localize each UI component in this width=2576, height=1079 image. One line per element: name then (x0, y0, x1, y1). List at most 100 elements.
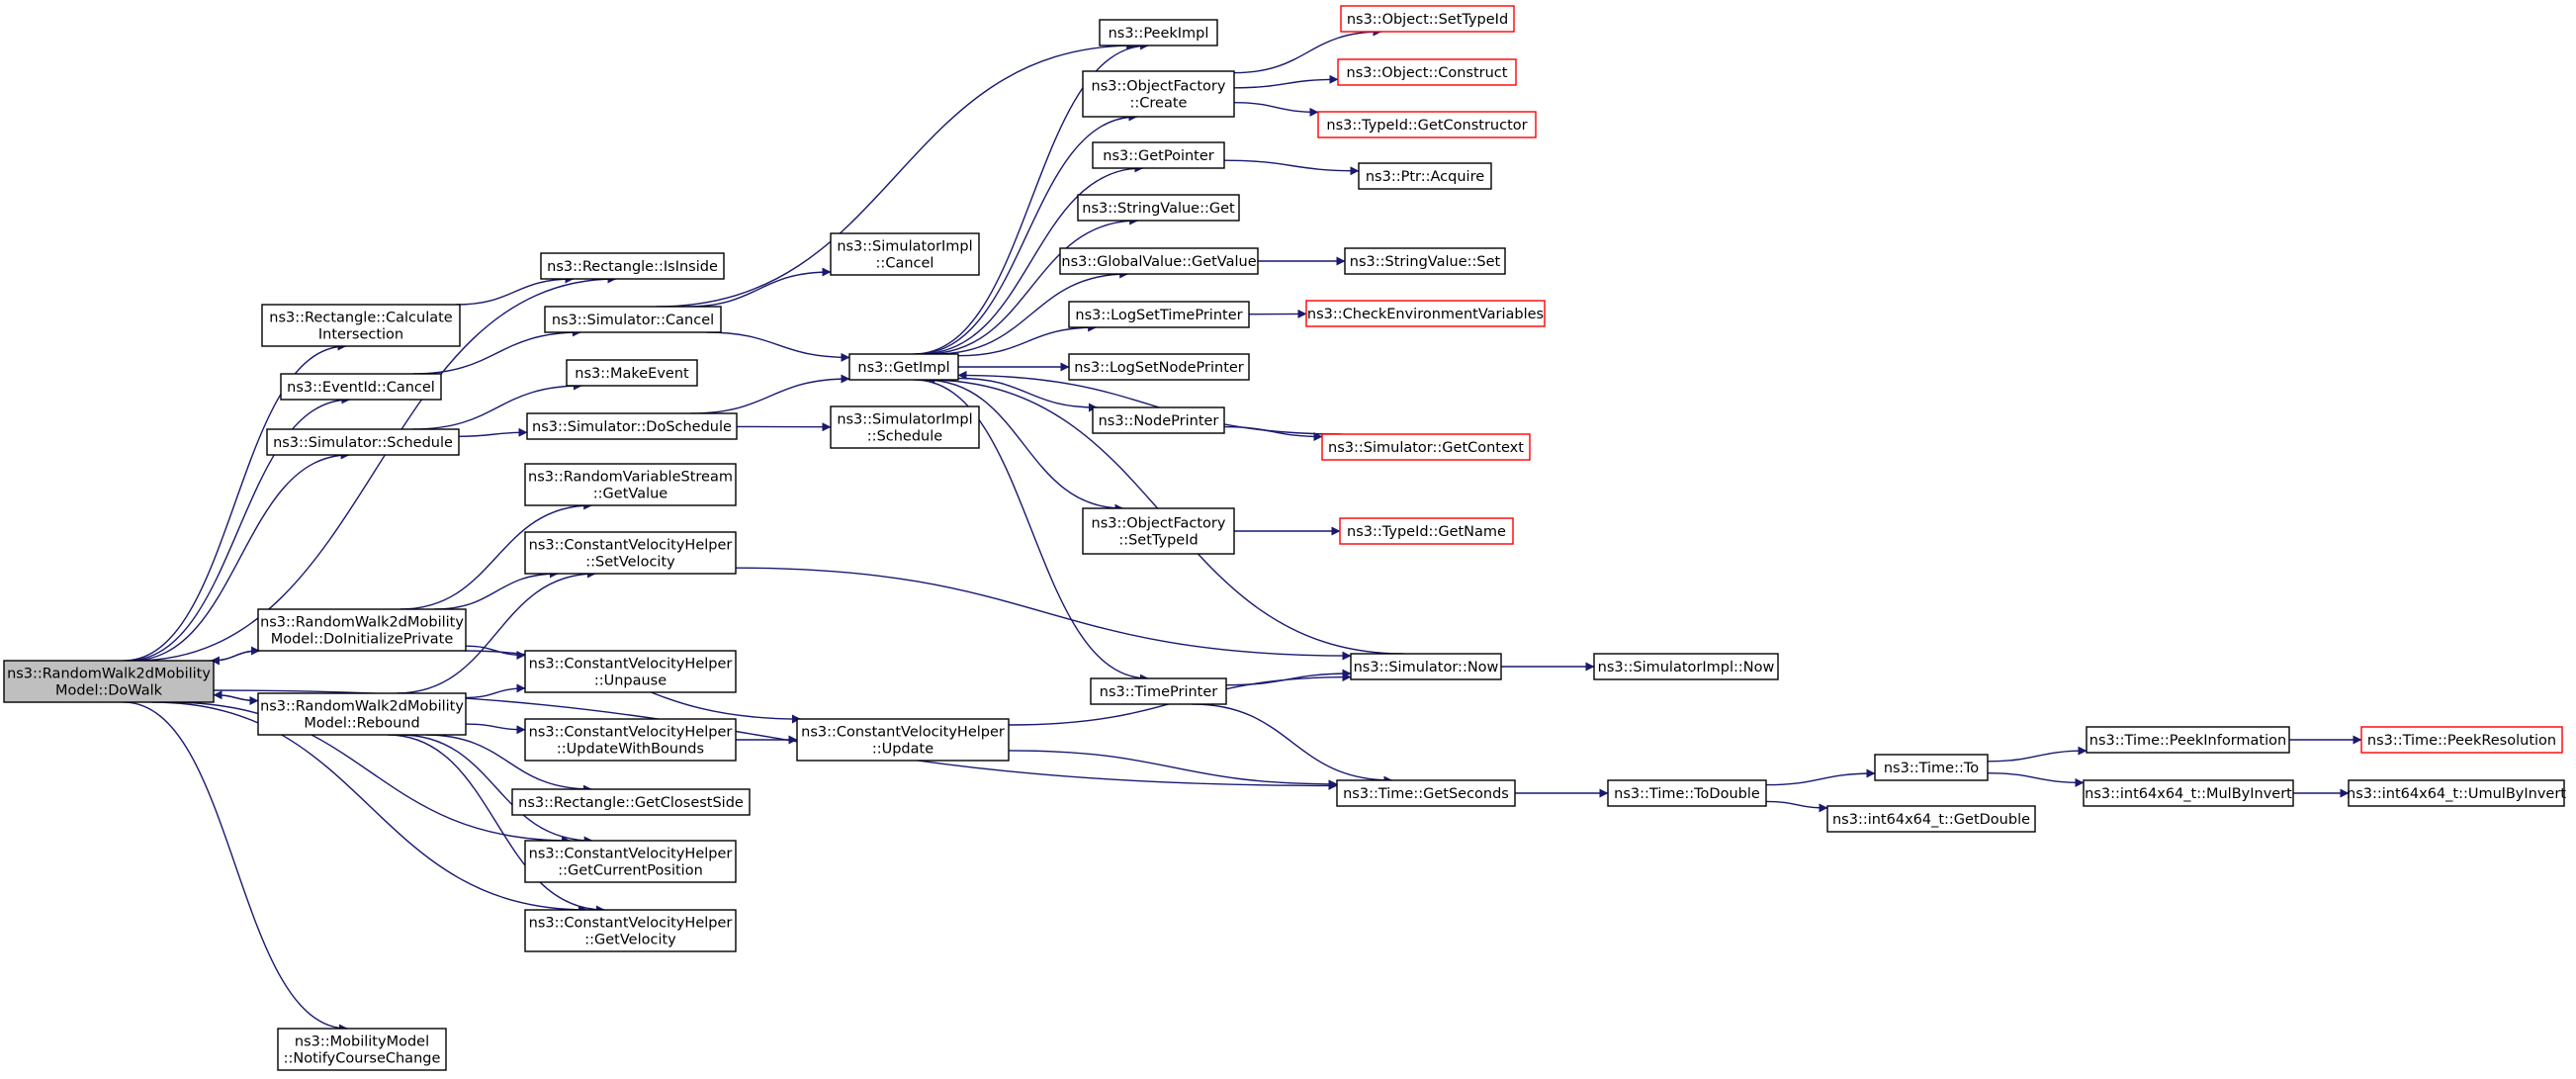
node-simDoSchedule[interactable]: ns3::Simulator::DoSchedule (526, 412, 738, 440)
node-cvhSetVelocity[interactable]: ns3::ConstantVelocityHelper::SetVelocity (524, 531, 737, 575)
node-checkEnv[interactable]: ns3::CheckEnvironmentVariables (1305, 300, 1546, 327)
call-edge-simSchedule-to-simDoSchedule (458, 427, 528, 437)
node-typeIdGetName[interactable]: ns3::TypeId::GetName (1339, 517, 1514, 545)
node-box (257, 692, 467, 736)
node-cvhUnpause[interactable]: ns3::ConstantVelocityHelper::Unpause (524, 650, 737, 693)
node-cvhGetVelocity[interactable]: ns3::ConstantVelocityHelper::GetVelocity (524, 909, 737, 952)
node-eventCancel[interactable]: ns3::EventId::Cancel (280, 373, 442, 401)
node-rvsGetValue[interactable]: ns3::RandomVariableStream::GetValue (524, 463, 737, 506)
node-box (1082, 70, 1235, 118)
node-logSetTime[interactable]: ns3::LogSetTimePrinter (1068, 301, 1250, 328)
node-label: ns3::NodePrinter (1099, 413, 1219, 429)
node-box (1358, 162, 1492, 190)
node-simCancel[interactable]: ns3::Simulator::Cancel (544, 306, 722, 333)
node-getPointer[interactable]: ns3::GetPointer (1092, 141, 1225, 169)
node-box (280, 373, 442, 401)
node-label: ns3::ObjectFactory (1092, 516, 1226, 532)
call-edge-getImpl-to-globalValGet (934, 269, 1129, 355)
node-strValGet[interactable]: ns3::StringValue::Get (1077, 194, 1240, 222)
node-int64MulByInv[interactable]: ns3::int64x64_t::MulByInvert (2083, 779, 2294, 807)
call-edge-rw2dRebound-to-cvhUnpause (465, 683, 526, 699)
node-nodePrinter[interactable]: ns3::NodePrinter (1092, 406, 1225, 434)
node-label: ns3::ConstantVelocityHelper (529, 847, 733, 862)
node-box (524, 718, 737, 762)
node-label: ::Create (1130, 96, 1188, 112)
node-getImpl[interactable]: ns3::GetImpl (848, 353, 959, 381)
call-edge-timeTo-to-timePeekInfo (1987, 746, 2087, 763)
node-objFactSetType[interactable]: ns3::ObjectFactory::SetTypeId (1082, 507, 1235, 555)
node-objConstruct[interactable]: ns3::Object::Construct (1337, 58, 1517, 86)
node-rectClosestSide[interactable]: ns3::Rectangle::GetClosestSide (511, 788, 751, 816)
node-peekImpl[interactable]: ns3::PeekImpl (1099, 19, 1218, 46)
node-label: ::Schedule (867, 429, 942, 445)
node-label: ns3::Simulator::Schedule (273, 435, 453, 451)
node-label: ::GetVelocity (584, 933, 676, 948)
node-timeGetSeconds[interactable]: ns3::Time::GetSeconds (1336, 779, 1516, 807)
node-strValSet[interactable]: ns3::StringValue::Set (1344, 247, 1506, 275)
node-label: ns3::Ptr::Acquire (1366, 169, 1484, 185)
node-box (830, 232, 980, 276)
call-edge-rw2dRebound-to-doWalk (213, 690, 259, 702)
node-simImplNow[interactable]: ns3::SimulatorImpl::Now (1593, 653, 1779, 680)
node-rectIsInside[interactable]: ns3::Rectangle::IsInside (540, 252, 725, 280)
node-makeEvent[interactable]: ns3::MakeEvent (566, 359, 698, 387)
call-edge-eventCancel-to-simCancel (412, 327, 581, 375)
node-typeIdGetCtor[interactable]: ns3::TypeId::GetConstructor (1317, 111, 1537, 138)
call-edge-simDoSchedule-to-getImpl (690, 374, 850, 414)
node-logSetNode[interactable]: ns3::LogSetNodePrinter (1068, 353, 1250, 381)
node-box (524, 909, 737, 952)
call-edge-simCancel-to-simImplCancel (686, 267, 832, 308)
node-timePeekRes[interactable]: ns3::Time::PeekResolution (2360, 726, 2563, 754)
node-label: ns3::TimePrinter (1100, 684, 1218, 700)
node-simNow[interactable]: ns3::Simulator::Now (1350, 653, 1502, 680)
node-timeTo[interactable]: ns3::Time::To (1874, 754, 1989, 781)
node-box (524, 840, 737, 883)
node-objSetTypeId[interactable]: ns3::Object::SetTypeId (1340, 5, 1515, 33)
node-simGetContext[interactable]: ns3::Simulator::GetContext (1321, 433, 1531, 461)
node-label: ::SetTypeId (1118, 533, 1198, 549)
node-box (1350, 653, 1502, 680)
node-box (3, 660, 215, 703)
node-label: ::Unpause (594, 674, 666, 689)
node-label: ns3::Time::PeekResolution (2367, 733, 2556, 749)
node-simSchedule[interactable]: ns3::Simulator::Schedule (266, 428, 460, 456)
node-label: Model::DoWalk (55, 683, 163, 699)
call-edge-rw2dDoInit-to-cvhUnpause (465, 645, 526, 660)
call-edge-doWalk-to-mobNotify (123, 701, 348, 1034)
node-label: ns3::CheckEnvironmentVariables (1307, 307, 1544, 322)
node-simImplSchedule[interactable]: ns3::SimulatorImpl::Schedule (830, 405, 980, 449)
call-edge-doWalk-to-rectCalcInter (123, 341, 347, 662)
node-box (277, 1028, 447, 1071)
node-label: ns3::ConstantVelocityHelper (529, 916, 733, 932)
node-objFactCreate[interactable]: ns3::ObjectFactory::Create (1082, 70, 1235, 118)
node-label: ns3::int64x64_t::GetDouble (1832, 812, 2030, 828)
node-int64GetDouble[interactable]: ns3::int64x64_t::GetDouble (1826, 805, 2036, 833)
node-timeToDouble[interactable]: ns3::Time::ToDouble (1607, 779, 1767, 807)
node-label: ns3::Simulator::Cancel (552, 313, 714, 328)
node-timePeekInfo[interactable]: ns3::Time::PeekInformation (2086, 726, 2290, 754)
node-mobNotify[interactable]: ns3::MobilityModel::NotifyCourseChange (277, 1028, 447, 1071)
node-rw2dDoInit[interactable]: ns3::RandomWalk2dMobilityModel::DoInitia… (257, 608, 467, 652)
node-cvhUpdate[interactable]: ns3::ConstantVelocityHelper::Update (796, 718, 1010, 762)
node-label: ns3::Rectangle::GetClosestSide (518, 795, 744, 811)
node-label: ns3::GetPointer (1103, 148, 1214, 164)
node-cvhUpdateBounds[interactable]: ns3::ConstantVelocityHelper::UpdateWithB… (524, 718, 737, 762)
node-ptrAcquire[interactable]: ns3::Ptr::Acquire (1358, 162, 1492, 190)
node-label: ns3::ConstantVelocityHelper (529, 538, 733, 554)
node-label: ns3::ConstantVelocityHelper (529, 725, 733, 741)
node-timePrinter[interactable]: ns3::TimePrinter (1090, 677, 1227, 705)
call-edge-cvhUpdate-to-timeGetSeconds (1008, 750, 1338, 789)
node-box (1099, 19, 1218, 46)
node-label: ns3::StringValue::Get (1082, 201, 1235, 217)
call-edge-getImpl-to-timePrinter (914, 379, 1149, 683)
node-int64UmulByInv[interactable]: ns3::int64x64_t::UmulByInvert (2347, 779, 2566, 807)
node-globalValGet[interactable]: ns3::GlobalValue::GetValue (1059, 247, 1259, 275)
call-edge-rw2dRebound-to-cvhSetVelocity (396, 569, 596, 694)
node-label: ns3::TypeId::GetName (1347, 524, 1506, 540)
node-box (1874, 754, 1989, 781)
node-cvhGetCurPos[interactable]: ns3::ConstantVelocityHelper::GetCurrentP… (524, 840, 737, 883)
node-simImplCancel[interactable]: ns3::SimulatorImpl::Cancel (830, 232, 980, 276)
